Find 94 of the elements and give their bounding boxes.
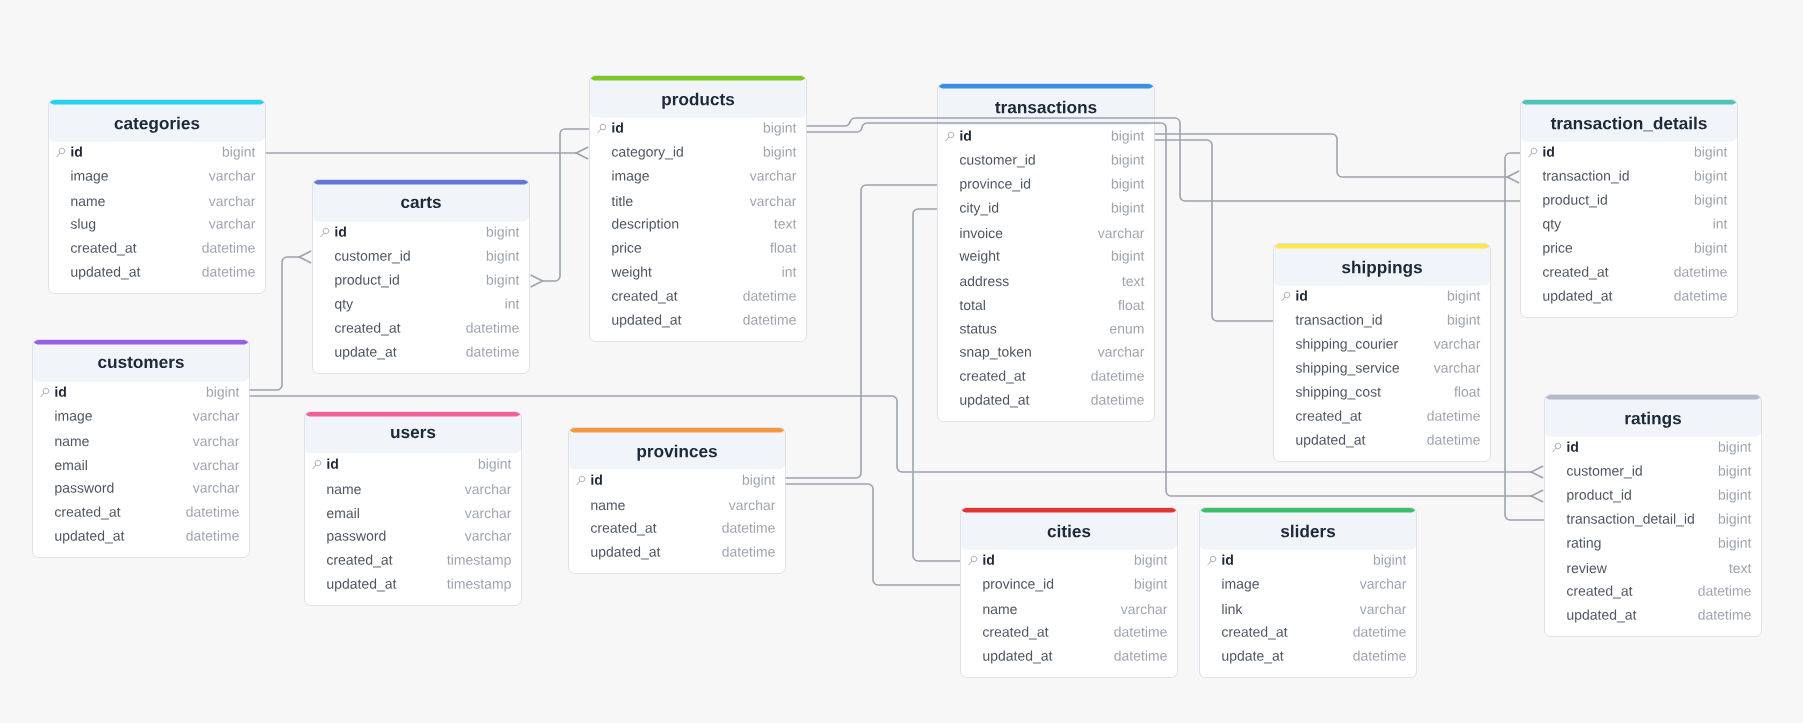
table-row: weight int <box>611 266 797 280</box>
table-row: image varchar <box>1222 578 1407 592</box>
table-row: product_id bigint <box>335 274 520 288</box>
table-row: slug varchar <box>70 218 256 232</box>
table-row: product_id bigint <box>1567 489 1752 503</box>
table-row: email varchar <box>55 459 240 471</box>
table-row: updated_at datetime <box>591 546 775 560</box>
table-row: qty int <box>335 298 520 312</box>
table-row: created_at datetime <box>591 522 775 536</box>
table-row: transaction_id bigint <box>1295 314 1481 328</box>
table-row: id bigint <box>983 554 1168 568</box>
table-row: updated_at datetime <box>1296 434 1480 448</box>
table-row: address text <box>960 275 1145 287</box>
relationship-line <box>529 128 590 288</box>
table-row: image varchar <box>55 410 240 424</box>
table-row: created_at datetime <box>960 370 1144 384</box>
relationship-line <box>249 395 1544 479</box>
relationship-line <box>1154 133 1520 184</box>
table-row: updated_at datetime <box>55 530 239 544</box>
table-row: updated_at datetime <box>1543 290 1727 304</box>
table-row: customer_id bigint <box>335 250 520 264</box>
table-row: updated_at datetime <box>612 314 796 328</box>
table-row: created_at datetime <box>1543 266 1727 280</box>
table-row: qty int <box>1543 218 1728 232</box>
table-row: description text <box>612 218 797 232</box>
table-row: invoice varchar <box>960 227 1145 239</box>
table-row: id bigint <box>591 474 776 488</box>
table-row: title varchar <box>611 195 797 207</box>
table-row: updated_at timestamp <box>327 578 511 592</box>
table-row: updated_at datetime <box>983 650 1167 664</box>
table-row: name varchar <box>983 603 1168 615</box>
relationship-line <box>1154 139 1274 322</box>
table-row: id bigint <box>960 130 1145 144</box>
table-row: name varchar <box>327 483 512 495</box>
table-row: shipping_service varchar <box>1295 362 1481 376</box>
table-row: name varchar <box>591 499 776 511</box>
table-row: id bigint <box>1543 146 1728 160</box>
table-row: id bigint <box>1222 554 1407 568</box>
table-row: snap_token varchar <box>959 346 1145 360</box>
table-row: id bigint <box>71 146 256 160</box>
relationship-line <box>785 483 961 586</box>
table-row: created_at datetime <box>71 242 255 256</box>
table-row: category_id bigint <box>612 146 797 160</box>
table-row: created_at datetime <box>612 290 796 304</box>
relationship-line <box>912 208 961 562</box>
table-row: id bigint <box>612 122 797 136</box>
relationship-line <box>1504 152 1545 521</box>
table-row: id bigint <box>335 226 520 240</box>
table-row: customer_id bigint <box>960 154 1145 168</box>
table-row: product_id bigint <box>1543 194 1728 208</box>
table-row: transaction_id bigint <box>1542 170 1728 184</box>
table-row: shipping_cost float <box>1295 386 1481 400</box>
table-row: image varchar <box>612 170 797 184</box>
table-row: review text <box>1567 562 1752 574</box>
table-row: updated_at datetime <box>71 266 255 280</box>
table-row: updated_at datetime <box>960 394 1144 408</box>
table-row: password varchar <box>327 530 512 544</box>
table-row: created_at datetime <box>1222 626 1406 640</box>
table-row: customer_id bigint <box>1567 465 1752 479</box>
table-row: shipping_courier varchar <box>1295 338 1481 352</box>
table-row: price bigint <box>1543 242 1728 256</box>
table-row: created_at datetime <box>335 322 519 336</box>
relationship-line <box>785 184 938 479</box>
table-row: price float <box>612 242 797 256</box>
table-row: email varchar <box>327 507 512 519</box>
table-row: update_at datetime <box>1222 650 1406 664</box>
table-row: created_at datetime <box>983 626 1167 640</box>
table-row: id bigint <box>1296 290 1481 304</box>
table-row: password varchar <box>55 482 240 496</box>
table-row: created_at datetime <box>1567 585 1751 599</box>
table-row: id bigint <box>55 386 240 400</box>
table-row: created_at timestamp <box>327 554 511 568</box>
relationship-line <box>265 146 589 160</box>
table-row: updated_at datetime <box>1567 609 1751 623</box>
relationship-line <box>249 250 312 391</box>
table-row: province_id bigint <box>960 178 1145 192</box>
table-row: created_at datetime <box>1296 410 1480 424</box>
relationship-line <box>806 117 1521 202</box>
table-row: id bigint <box>1567 441 1752 455</box>
table-row: province_id bigint <box>983 578 1168 592</box>
table-row: city_id bigint <box>960 202 1145 216</box>
table-row: total float <box>959 299 1145 311</box>
table-row: id bigint <box>327 458 512 472</box>
table-row: rating bigint <box>1567 537 1752 551</box>
table-row: image varchar <box>71 170 256 184</box>
table-row: created_at datetime <box>55 506 239 520</box>
table-row: link varchar <box>1222 603 1407 615</box>
table-row: name varchar <box>55 435 240 447</box>
table-row: weight bigint <box>959 250 1145 264</box>
table-row: transaction_detail_id bigint <box>1566 513 1752 527</box>
table-row: update_at datetime <box>335 346 519 360</box>
relationship-line <box>806 122 1544 503</box>
table-row: status enum <box>959 324 1144 334</box>
table-row: name varchar <box>71 195 256 207</box>
